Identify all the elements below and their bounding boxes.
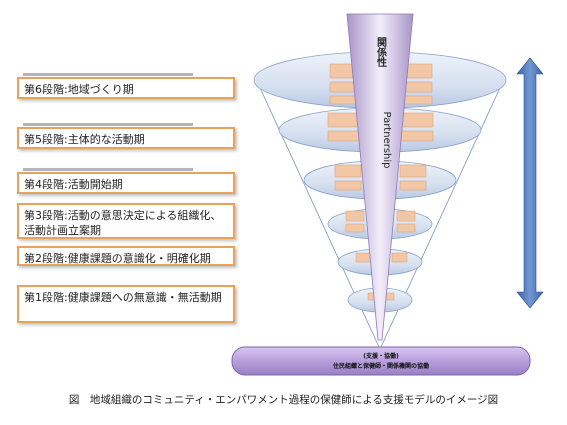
base-platform: (支援・協働) 住民組織と保健師・関係機関の協働 [231, 346, 531, 376]
partnership-label: Partnership [381, 111, 392, 168]
stage-box-5: 第5段階:主体的な活動期 [17, 123, 235, 149]
stage-box-2: 第2段階:健康課題の意識化・明確化期 [17, 246, 235, 266]
figure-caption: 図 地域組織のコミュニティ・エンパワメント過程の保健師による支援モデルのイメージ… [68, 394, 499, 406]
relationship-label: 関係性 [375, 37, 388, 68]
stage-bar [23, 73, 193, 76]
stage-box-6: 第6段階:地域づくり期 [17, 73, 235, 99]
stage-box-3: 第3段階:活動の意思決定による組織化、活動計画立案期 [17, 203, 235, 239]
stage-label-4: 第4段階:活動開始期 [24, 178, 123, 191]
stage-bar [23, 168, 193, 171]
stage-box-4: 第4段階:活動開始期 [17, 168, 235, 194]
stage-label-1: 第1段階:健康課題への無意識・無活動期 [24, 291, 222, 304]
stage-box-1: 第1段階:健康課題への無意識・無活動期 [17, 285, 235, 323]
stage-label-2: 第2段階:健康課題の意識化・明確化期 [24, 252, 211, 265]
stage-label-3: 第3段階:活動の意思決定による組織化、活動計画立案期 [24, 209, 222, 237]
partnership-arrow [346, 13, 414, 341]
base-label-line2: 住民組織と保健師・関係機関の協働 [333, 362, 429, 370]
stage-label-5: 第5段階:主体的な活動期 [24, 133, 145, 146]
base-label-line1: (支援・協働) [363, 352, 399, 360]
stage-bar [23, 123, 193, 126]
stage-label-6: 第6段階:地域づくり期 [24, 83, 134, 96]
progress-double-arrow [516, 57, 544, 309]
